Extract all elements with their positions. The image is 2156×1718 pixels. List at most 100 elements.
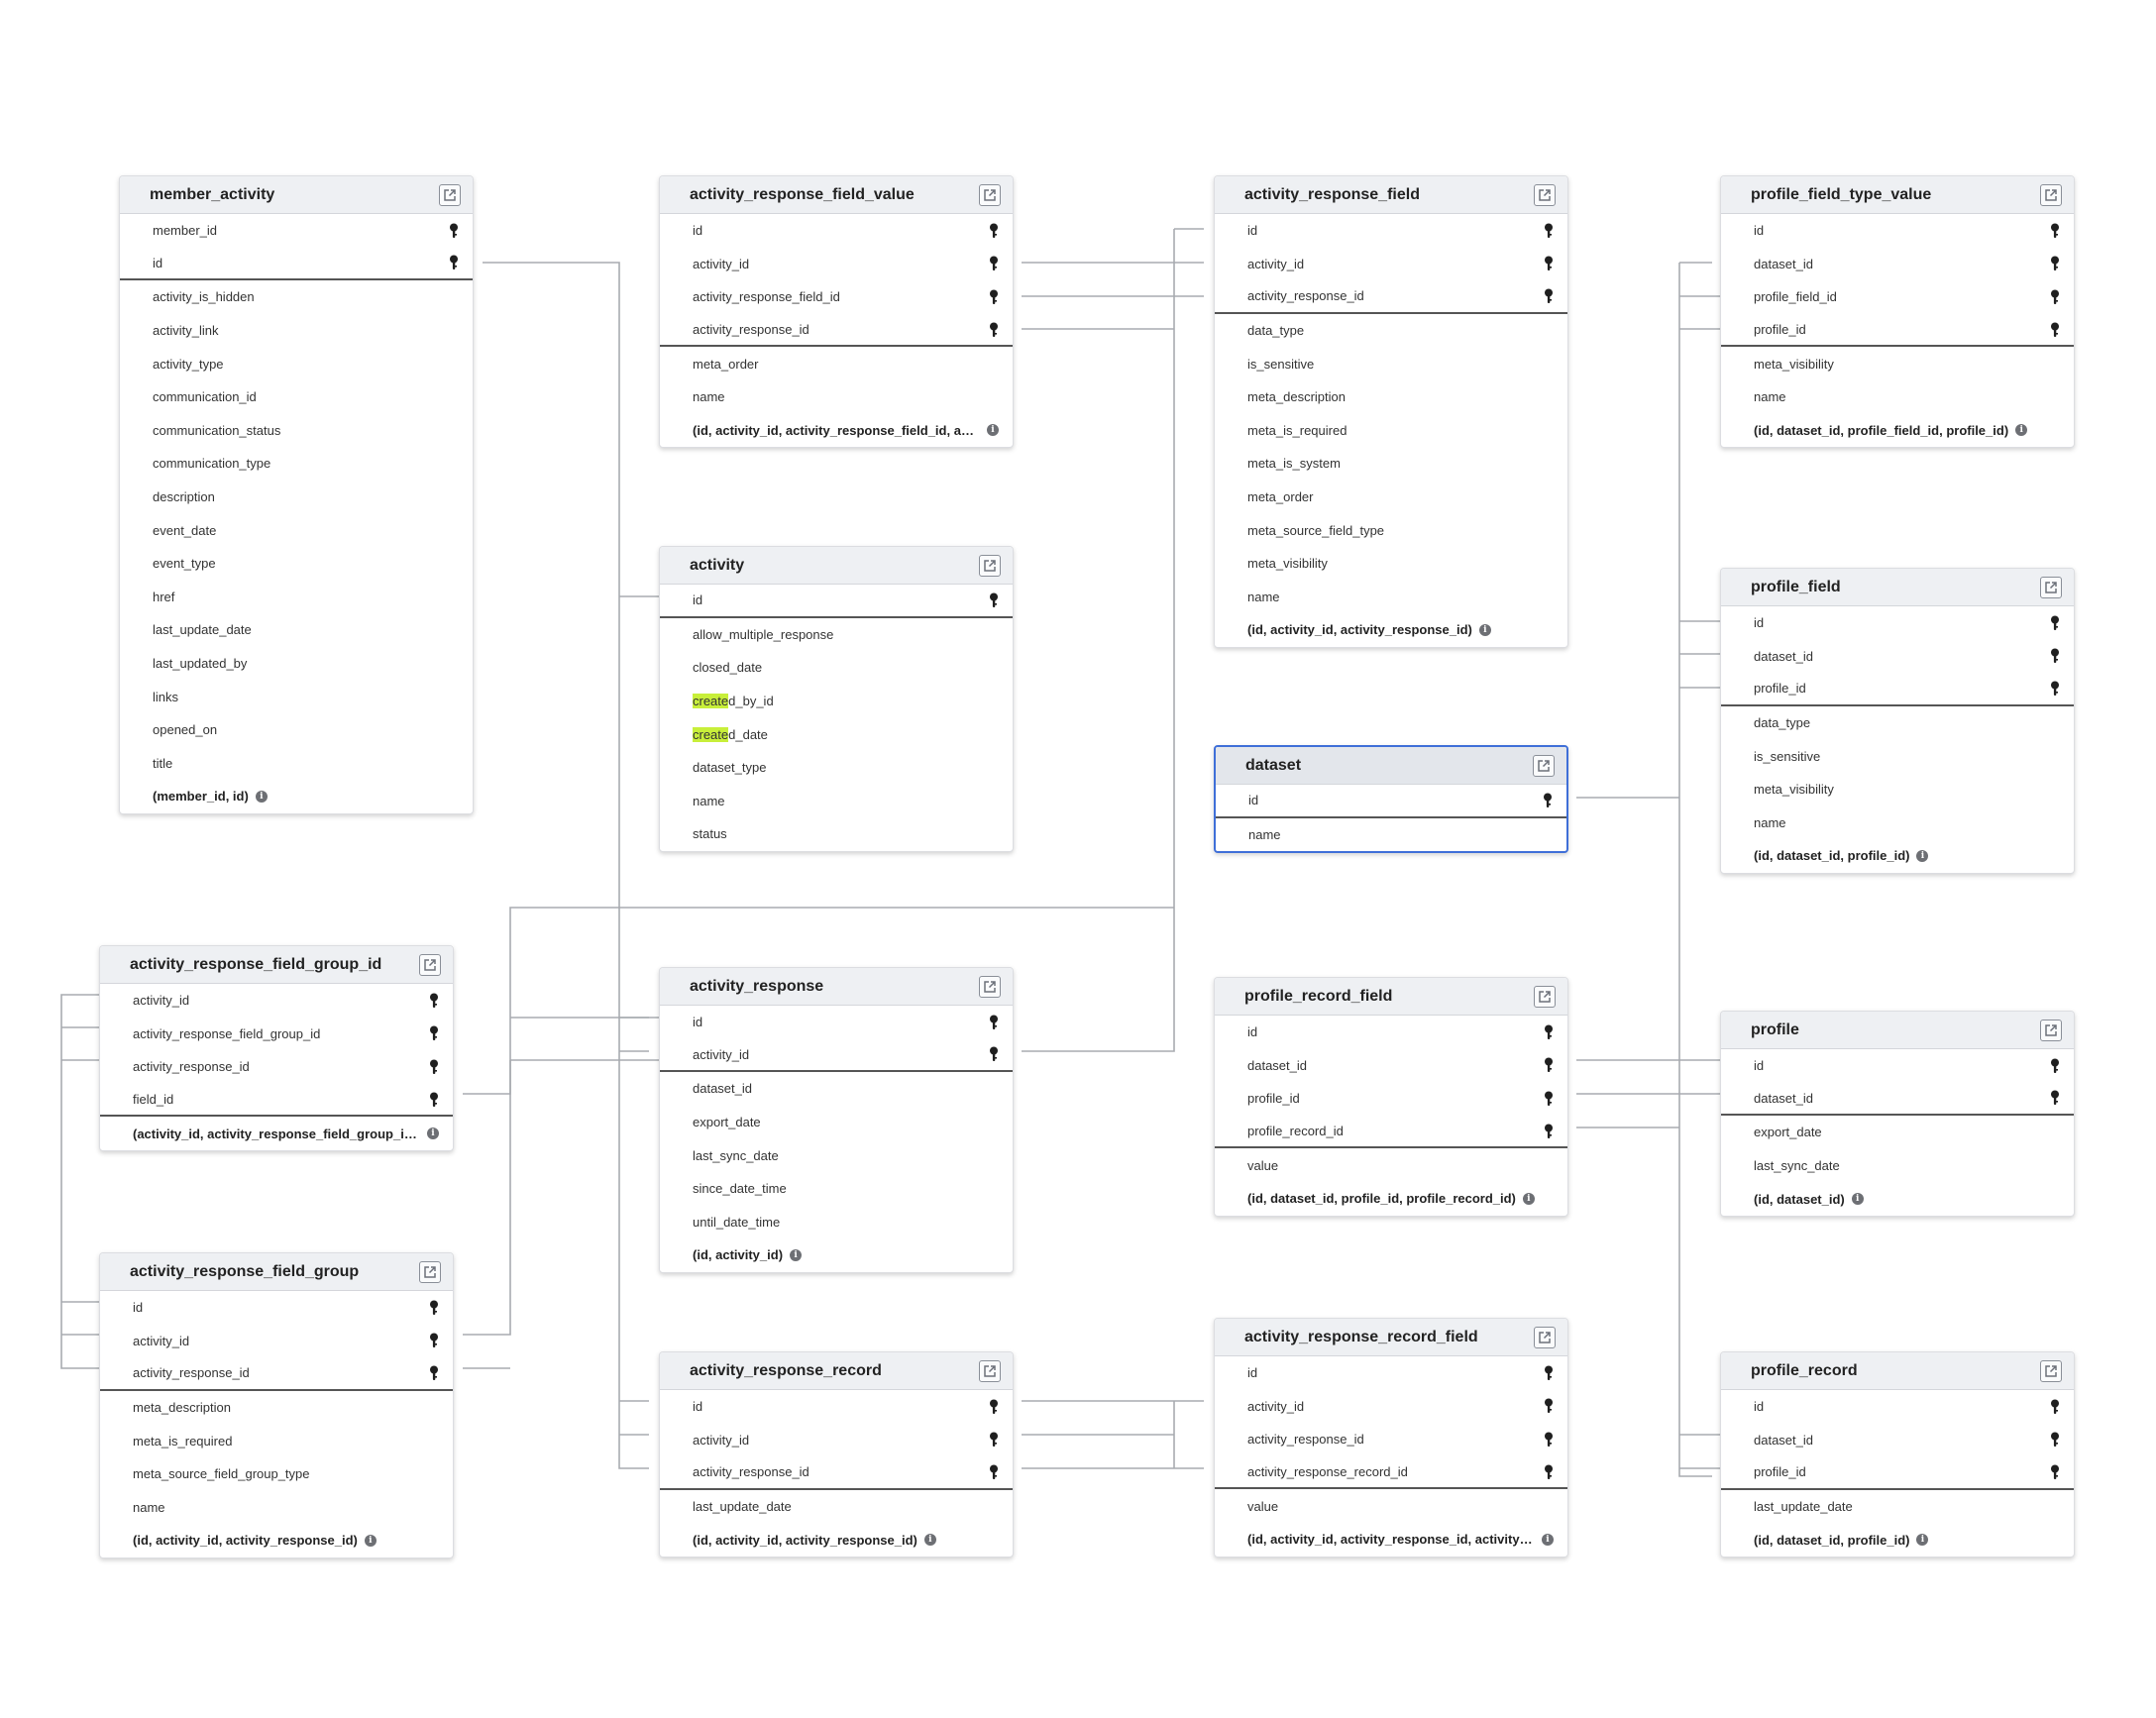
field-row[interactable]: id xyxy=(660,1006,1013,1039)
info-icon[interactable]: i xyxy=(255,790,268,803)
open-table-button[interactable] xyxy=(419,1260,441,1283)
field-row[interactable]: profile_record_id xyxy=(1215,1116,1567,1149)
field-row[interactable]: profile_id xyxy=(1215,1082,1567,1116)
field-row[interactable]: description xyxy=(120,481,473,514)
field-row[interactable]: title xyxy=(120,747,473,781)
table-header[interactable]: activity_response_record_field xyxy=(1215,1319,1567,1356)
field-row[interactable]: name xyxy=(1215,581,1567,614)
index-row[interactable]: (id, dataset_id, profile_field_id, profi… xyxy=(1721,414,2074,448)
table-header[interactable]: dataset xyxy=(1216,747,1566,785)
relationship-line[interactable] xyxy=(1022,229,1175,1052)
field-row[interactable]: last_update_date xyxy=(660,1490,1013,1524)
field-row[interactable]: id xyxy=(1215,1356,1567,1390)
field-row[interactable]: event_date xyxy=(120,513,473,547)
index-row[interactable]: (id, activity_id, activity_response_fiel… xyxy=(660,414,1013,448)
field-row[interactable]: field_id xyxy=(100,1084,453,1118)
field-row[interactable]: opened_on xyxy=(120,713,473,747)
open-table-button[interactable] xyxy=(1533,754,1555,777)
table-header[interactable]: profile_record xyxy=(1721,1352,2074,1390)
field-row[interactable]: activity_response_record_id xyxy=(1215,1456,1567,1490)
field-row[interactable]: activity_response_id xyxy=(660,1456,1013,1490)
field-row[interactable]: meta_is_required xyxy=(100,1424,453,1457)
field-row[interactable]: id xyxy=(1216,785,1566,818)
field-row[interactable]: activity_response_id xyxy=(660,314,1013,348)
field-row[interactable]: name xyxy=(1721,806,2074,840)
field-row[interactable]: profile_id xyxy=(1721,1456,2074,1490)
relationship-line[interactable] xyxy=(1678,263,1712,1477)
table-header[interactable]: profile_record_field xyxy=(1215,978,1567,1016)
info-icon[interactable]: i xyxy=(364,1534,377,1547)
field-row[interactable]: activity_id xyxy=(1215,1390,1567,1424)
index-row[interactable]: (id, dataset_id, profile_id)i xyxy=(1721,839,2074,873)
open-table-button[interactable] xyxy=(1534,183,1556,206)
field-row[interactable]: member_id xyxy=(120,214,473,248)
field-row[interactable]: id xyxy=(1721,214,2074,248)
field-row[interactable]: is_sensitive xyxy=(1215,347,1567,380)
field-row[interactable]: created_by_id xyxy=(660,685,1013,718)
field-row[interactable]: meta_order xyxy=(1215,481,1567,514)
field-row[interactable]: export_date xyxy=(660,1106,1013,1139)
relationship-line[interactable] xyxy=(463,1060,511,1336)
field-row[interactable]: name xyxy=(1721,380,2074,414)
field-row[interactable]: created_date xyxy=(660,717,1013,751)
field-row[interactable]: last_sync_date xyxy=(1721,1149,2074,1183)
open-table-button[interactable] xyxy=(979,975,1001,998)
field-row[interactable]: dataset_id xyxy=(1721,1083,2074,1117)
field-row[interactable]: profile_id xyxy=(1721,314,2074,348)
field-row[interactable]: activity_response_field_id xyxy=(660,280,1013,314)
field-row[interactable]: value xyxy=(1215,1489,1567,1523)
field-row[interactable]: activity_id xyxy=(660,1039,1013,1073)
field-row[interactable]: communication_status xyxy=(120,414,473,448)
field-row[interactable]: meta_visibility xyxy=(1215,547,1567,581)
field-row[interactable]: allow_multiple_response xyxy=(660,618,1013,652)
table-header[interactable]: activity_response_field_value xyxy=(660,176,1013,214)
field-row[interactable]: meta_visibility xyxy=(1721,347,2074,380)
field-row[interactable]: activity_response_id xyxy=(100,1357,453,1391)
field-row[interactable]: dataset_id xyxy=(1721,640,2074,674)
field-row[interactable]: last_updated_by xyxy=(120,647,473,681)
info-icon[interactable]: i xyxy=(923,1534,936,1547)
field-row[interactable]: name xyxy=(1216,818,1566,852)
field-row[interactable]: communication_type xyxy=(120,447,473,481)
field-row[interactable]: export_date xyxy=(1721,1116,2074,1149)
table-header[interactable]: profile_field xyxy=(1721,569,2074,606)
info-icon[interactable]: i xyxy=(1522,1192,1535,1205)
field-row[interactable]: id xyxy=(1721,1049,2074,1083)
field-row[interactable]: name xyxy=(660,380,1013,414)
field-row[interactable]: activity_is_hidden xyxy=(120,280,473,314)
field-row[interactable]: id xyxy=(1215,1016,1567,1049)
field-row[interactable]: meta_order xyxy=(660,347,1013,380)
info-icon[interactable]: i xyxy=(1916,849,1929,862)
field-row[interactable]: profile_id xyxy=(1721,673,2074,706)
field-row[interactable]: since_date_time xyxy=(660,1172,1013,1206)
field-row[interactable]: activity_response_id xyxy=(1215,1423,1567,1456)
field-row[interactable]: meta_description xyxy=(100,1391,453,1425)
info-icon[interactable]: i xyxy=(2015,424,2028,437)
open-table-button[interactable] xyxy=(2040,1019,2062,1041)
field-row[interactable]: data_type xyxy=(1215,314,1567,348)
relationship-line[interactable] xyxy=(483,262,649,1469)
field-row[interactable]: activity_link xyxy=(120,314,473,348)
index-row[interactable]: (member_id, id)i xyxy=(120,780,473,813)
field-row[interactable]: id xyxy=(100,1291,453,1325)
field-row[interactable]: meta_visibility xyxy=(1721,773,2074,806)
open-table-button[interactable] xyxy=(1534,1326,1556,1348)
info-icon[interactable]: i xyxy=(427,1127,439,1140)
info-icon[interactable]: i xyxy=(1542,1533,1554,1546)
table-header[interactable]: profile xyxy=(1721,1012,2074,1049)
open-table-button[interactable] xyxy=(979,554,1001,577)
field-row[interactable]: meta_description xyxy=(1215,380,1567,414)
field-row[interactable]: name xyxy=(100,1491,453,1525)
field-row[interactable]: dataset_id xyxy=(1215,1049,1567,1083)
open-table-button[interactable] xyxy=(2040,576,2062,598)
